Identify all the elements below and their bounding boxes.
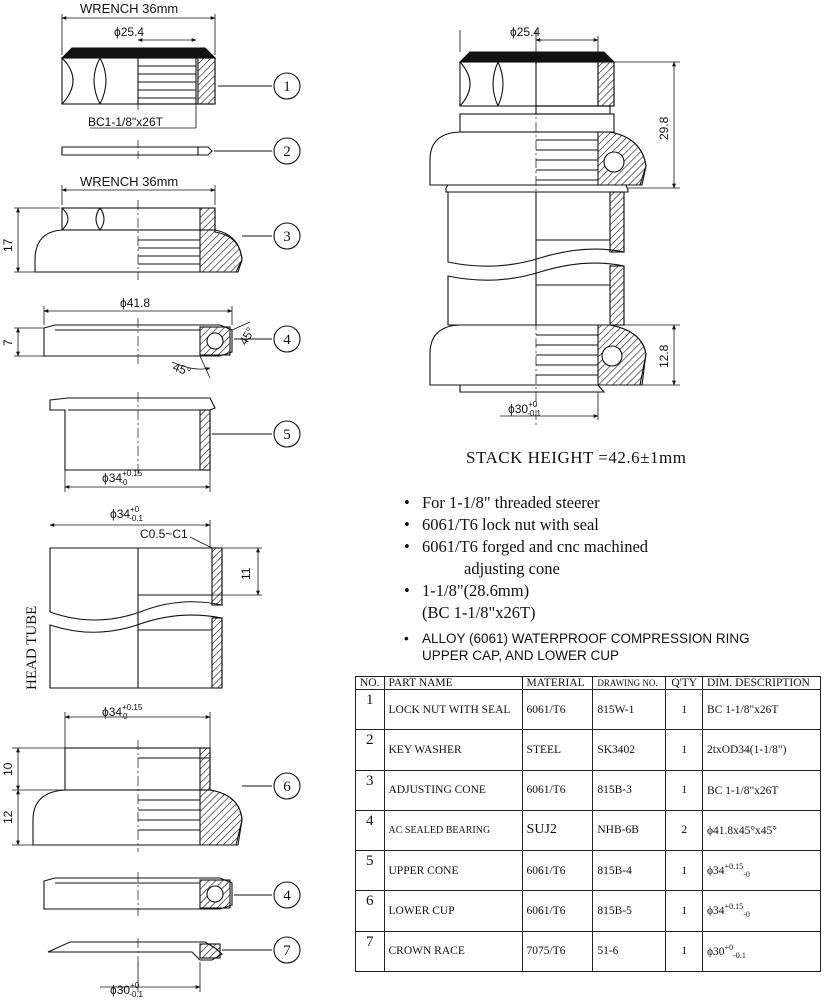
feature-item: For 1-1/8" threaded steerer	[402, 492, 812, 514]
wrench-mid-label: WRENCH 36mm	[80, 174, 178, 189]
part-lock-nut	[60, 14, 217, 129]
part-upper-cone	[49, 392, 216, 492]
part-head-tube	[49, 520, 262, 689]
callout-4: 4	[283, 332, 291, 348]
dim-17-label: 17	[1, 238, 15, 252]
feature-item: ALLOY (6061) WATERPROOF COMPRESSION RING…	[402, 630, 812, 664]
part-crown-race	[47, 938, 223, 992]
assembly-dim-12-8-label: 12.8	[657, 344, 671, 368]
col-qty: Q'TY	[665, 676, 703, 690]
part-adjusting-cone	[14, 185, 243, 280]
callout-7: 7	[283, 943, 291, 959]
assembly-view	[429, 30, 680, 425]
dia-30-label: ϕ30+0-0.1	[110, 981, 144, 999]
table-row: 6 LOWER CUP 6061/T6 815B-5 1 ϕ34+0.15-0	[355, 890, 821, 932]
part-key-washer	[61, 140, 213, 162]
angle-45-a-label: 45°	[236, 325, 257, 348]
callout-circles	[273, 72, 301, 964]
wrench-top-label: WRENCH 36mm	[80, 1, 178, 16]
callout-numbers: 1 2 3 4 5 6 4 7	[283, 79, 291, 959]
table-row: 1 LOCK NUT WITH SEAL 6061/T6 815W-1 1 BC…	[355, 688, 821, 731]
col-material: MATERIAL	[521, 676, 594, 690]
table-row: 5 UPPER CONE 6061/T6 815B-4 1 ϕ34+0.15-0	[355, 850, 821, 892]
dim-12-label: 12	[1, 810, 15, 824]
assembly-labels: ϕ25.4 29.8 12.8 ϕ30+0-0.1	[508, 25, 671, 418]
col-drawing-no: DRAWING NO.	[592, 676, 667, 690]
callout-5: 5	[283, 427, 291, 443]
angle-45-b-label: 45°	[171, 360, 193, 379]
feature-item: 6061/T6 lock nut with seal	[402, 514, 812, 536]
dia-34-tube-label: ϕ34+0-0.1	[110, 505, 144, 523]
parts-table: NO. PART NAME MATERIAL DRAWING NO. Q'TY …	[355, 676, 821, 973]
callout-2: 2	[283, 144, 291, 160]
dim-7-label: 7	[1, 339, 15, 346]
assembly-dia-25-4-label: ϕ25.4	[510, 25, 540, 39]
feature-list: For 1-1/8" threaded steerer 6061/T6 lock…	[402, 492, 812, 664]
callout-1: 1	[283, 79, 291, 95]
callout-leaders	[212, 85, 272, 951]
head-tube-label: HEAD TUBE	[24, 606, 40, 690]
feature-item: 1-1/8"(28.6mm)(BC 1-1/8"x26T)	[402, 580, 812, 624]
dim-11-label: 11	[239, 567, 253, 580]
dia-34-upper-label: ϕ34+0.15-0	[102, 469, 143, 487]
part-lower-cup	[12, 712, 243, 852]
table-header-row: NO. PART NAME MATERIAL DRAWING NO. Q'TY …	[355, 676, 821, 690]
chamfer-label: C0.5~C1	[140, 527, 188, 541]
feature-item: 6061/T6 forged and cnc machinedadjusting…	[402, 536, 812, 580]
callout-3: 3	[283, 229, 291, 245]
assembly-dim-29-8-label: 29.8	[657, 116, 671, 140]
table-row: 7 CROWN RACE 7075/T6 51-6 1 ϕ30+0-0.1	[355, 930, 821, 973]
dia-25-4-label: ϕ25.4	[114, 25, 144, 39]
left-view-labels: WRENCH 36mm ϕ25.4 BC1-1/8"x26T WRENCH 36…	[1, 1, 258, 999]
callout-6: 6	[283, 779, 291, 795]
col-no: NO.	[355, 676, 385, 690]
table-row: 2 KEY WASHER STEEL SK3402 1 2txOD34(1-1/…	[355, 729, 821, 771]
dia-34-lower-label: ϕ34+0.15-0	[102, 703, 143, 721]
table-row: 4 AC SEALED BEARING SUJ2 NHB-6B 2 ϕ41.8x…	[355, 809, 821, 852]
callout-4-lower: 4	[283, 888, 291, 904]
assembly-dia-30-label: ϕ30+0-0.1	[508, 400, 542, 418]
part-sealed-bearing-lower	[43, 872, 233, 916]
col-part-name: PART NAME	[383, 676, 523, 690]
stack-height: STACK HEIGHT =42.6±1mm	[466, 448, 687, 467]
table-row: 3 ADJUSTING CONE 6061/T6 815B-3 1 BC 1-1…	[355, 769, 821, 811]
dia-41-8-label: ϕ41.8	[120, 296, 150, 310]
col-dim: DIM. DESCRIPTION	[702, 676, 821, 690]
dim-10-label: 10	[1, 762, 15, 776]
part-sealed-bearing	[14, 306, 251, 379]
thread-spec-label: BC1-1/8"x26T	[88, 115, 164, 129]
